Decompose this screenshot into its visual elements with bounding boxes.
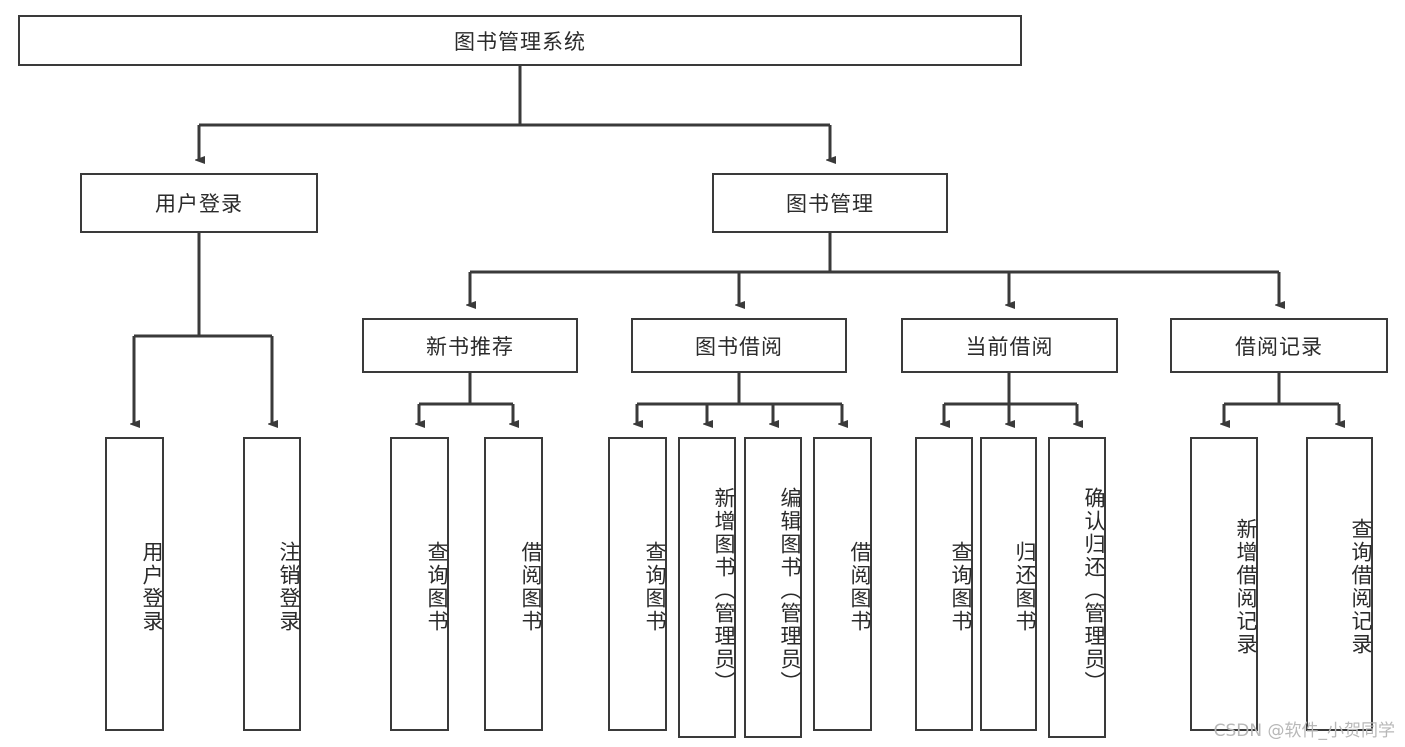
- node-leaf-query-book-2-label: 查询图书: [643, 541, 667, 633]
- node-new-book-recommend[interactable]: 新书推荐: [362, 318, 578, 373]
- node-leaf-query-record-label: 查询借阅记录: [1349, 518, 1373, 656]
- node-user-login[interactable]: 用户登录: [80, 173, 318, 233]
- node-leaf-add-record-label: 新增借阅记录: [1234, 518, 1258, 656]
- node-leaf-add-record[interactable]: 新增借阅记录: [1190, 437, 1258, 731]
- node-leaf-query-book-3-label: 查询图书: [949, 541, 973, 633]
- node-root-label: 图书管理系统: [454, 29, 586, 54]
- node-leaf-borrow-book-2-label: 借阅图书: [848, 541, 872, 633]
- node-leaf-user-login-label: 用户登录: [140, 541, 164, 633]
- node-leaf-borrow-book-1-label: 借阅图书: [519, 541, 543, 633]
- node-leaf-user-logout-label: 注销登录: [277, 541, 301, 633]
- node-leaf-user-logout[interactable]: 注销登录: [243, 437, 301, 731]
- node-leaf-confirm-return[interactable]: 确认归还（管理员）: [1048, 437, 1106, 738]
- node-leaf-query-book-1[interactable]: 查询图书: [390, 437, 449, 731]
- node-book-borrow-label: 图书借阅: [695, 334, 783, 359]
- node-user-login-label: 用户登录: [155, 192, 243, 216]
- node-leaf-borrow-book-2[interactable]: 借阅图书: [813, 437, 872, 731]
- node-leaf-edit-book[interactable]: 编辑图书（管理员）: [744, 437, 802, 738]
- node-borrow-record-label: 借阅记录: [1235, 334, 1323, 359]
- node-book-management-label: 图书管理: [786, 192, 874, 216]
- node-current-borrow-label: 当前借阅: [965, 334, 1054, 359]
- node-leaf-edit-book-label: 编辑图书（管理员）: [778, 487, 802, 694]
- node-leaf-borrow-book-1[interactable]: 借阅图书: [484, 437, 543, 731]
- node-leaf-return-book[interactable]: 归还图书: [980, 437, 1037, 731]
- node-leaf-query-book-3[interactable]: 查询图书: [915, 437, 973, 731]
- node-book-management[interactable]: 图书管理: [712, 173, 948, 233]
- node-book-borrow[interactable]: 图书借阅: [631, 318, 847, 373]
- node-root[interactable]: 图书管理系统: [18, 15, 1022, 66]
- node-leaf-return-book-label: 归还图书: [1013, 541, 1037, 633]
- node-leaf-query-book-1-label: 查询图书: [425, 541, 449, 633]
- node-leaf-confirm-return-label: 确认归还（管理员）: [1082, 487, 1106, 694]
- node-current-borrow[interactable]: 当前借阅: [901, 318, 1118, 373]
- node-leaf-add-book[interactable]: 新增图书（管理员）: [678, 437, 736, 738]
- node-leaf-query-record[interactable]: 查询借阅记录: [1306, 437, 1373, 731]
- node-borrow-record[interactable]: 借阅记录: [1170, 318, 1388, 373]
- node-leaf-add-book-label: 新增图书（管理员）: [712, 487, 736, 694]
- node-leaf-query-book-2[interactable]: 查询图书: [608, 437, 667, 731]
- node-new-book-recommend-label: 新书推荐: [426, 334, 514, 359]
- node-leaf-user-login[interactable]: 用户登录: [105, 437, 164, 731]
